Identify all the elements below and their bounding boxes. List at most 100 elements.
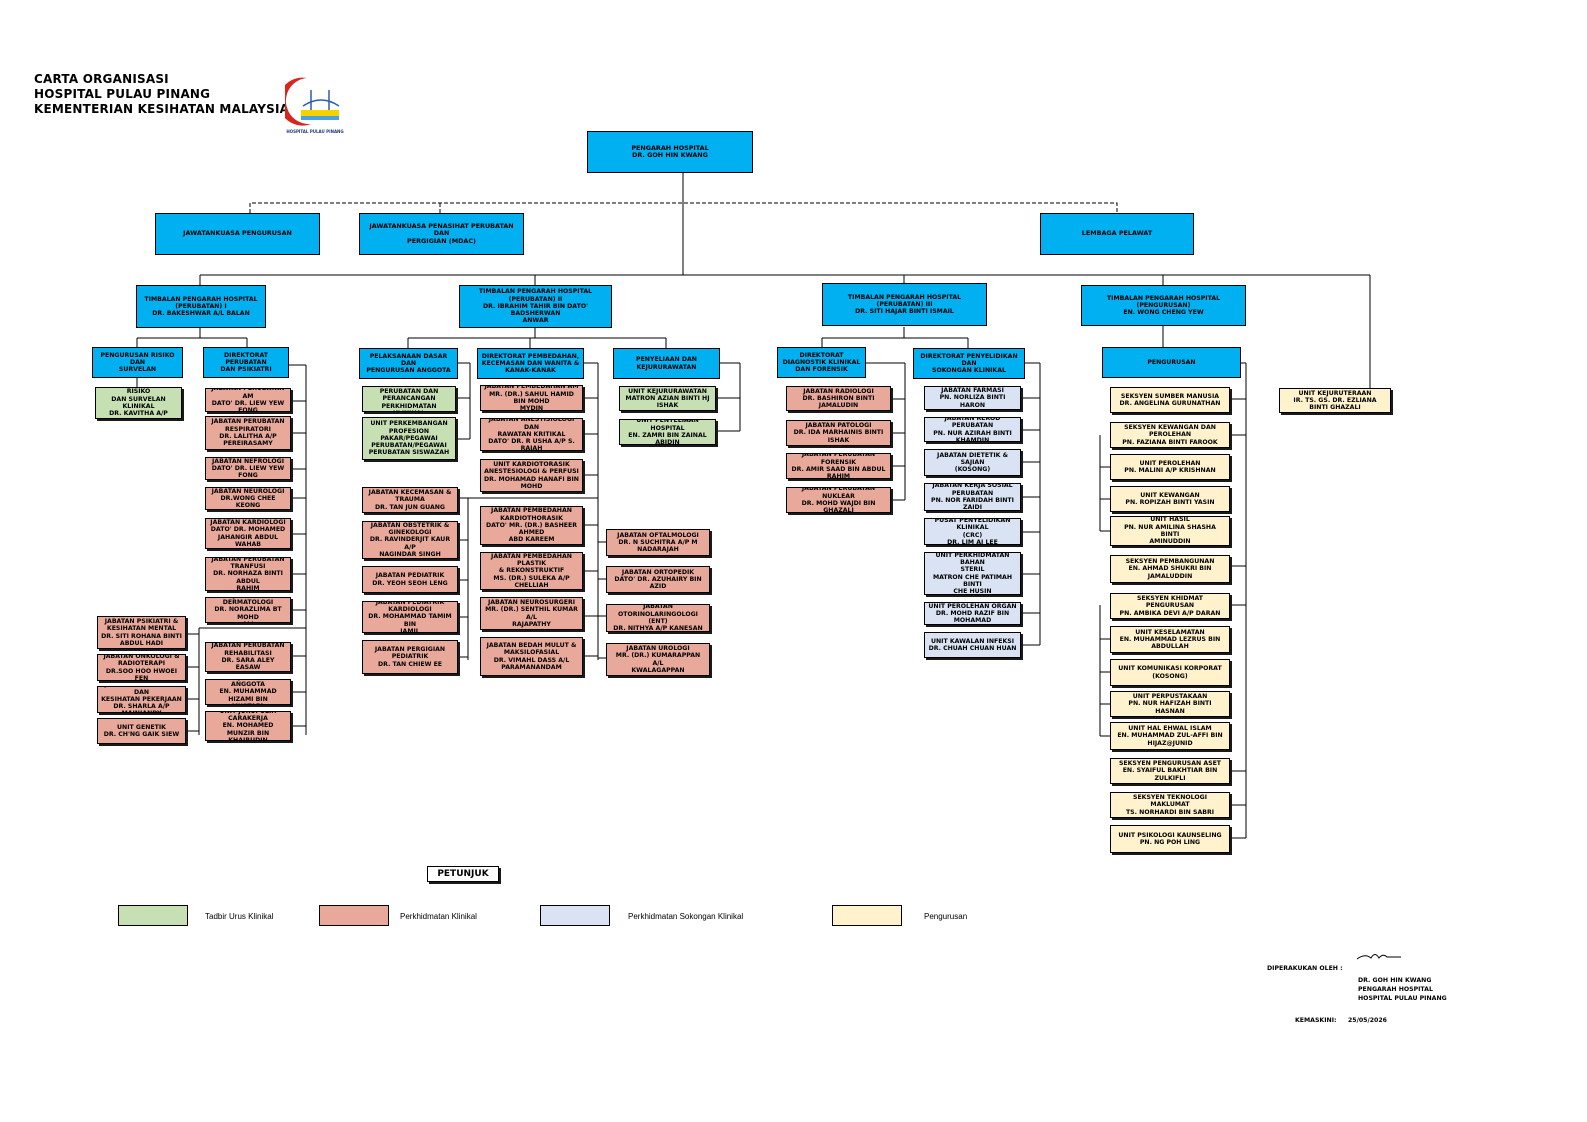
unit-box[interactable]: SEKSYEN PEMBANGUNAN EN. AHMAD SHUKRI BIN…	[1110, 555, 1230, 583]
unit-box[interactable]: JABATAN KECEMASAN & TRAUMA DR. TAN JUN G…	[362, 487, 458, 513]
unit-box[interactable]: PUSAT PENYELIDIKAN KLINIKAL (CRC) DR. LI…	[924, 518, 1021, 545]
unit-box[interactable]: JABATAN PEDIATRIK DR. YEOH SEOH LENG	[362, 566, 458, 593]
unit-box[interactable]: JABATAN NEUROSURGERI MR. (DR.) SENTHIL K…	[480, 597, 583, 630]
unit-box[interactable]: JABATAN OTORINOLARINGOLOGI (ENT) DR. NIT…	[606, 604, 710, 632]
unit-box[interactable]: JABATAN PERUBATAN TRANFUSI DR. NORHAZA B…	[205, 557, 291, 591]
unit-box[interactable]: JABATAN FARMASI PN. NORLIZA BINTI HARON	[924, 386, 1021, 410]
unit-box[interactable]: JABATAN PEDIATRIK KARDIOLOGI DR. MOHAMMA…	[362, 601, 458, 633]
unit-box[interactable]: SEKSYEN SUMBER MANUSIA DR. ANGELINA GURU…	[1110, 387, 1230, 413]
updated-date: 25/05/2026	[1348, 1017, 1387, 1024]
approved-by-label: DIPERAKUKAN OLEH :	[1267, 965, 1343, 972]
legend-swatch-green	[118, 905, 188, 926]
legend-title: PETUNJUK	[427, 866, 499, 882]
unit-box[interactable]: UNIT KARDIOTORASIK ANESTESIOLOGI & PERFU…	[480, 459, 583, 492]
division-nursing-box[interactable]: PENYELIAAN DAN KEJURURAWATAN	[613, 348, 720, 379]
unit-box[interactable]: UNIT HAL EHWAL ISLAM EN. MUHAMMAD ZUL-AF…	[1110, 722, 1230, 750]
unit-box[interactable]: UNIT KAWALAN INFEKSI DR. CHUAH CHUAN HUA…	[924, 632, 1021, 658]
unit-box[interactable]: UNIT PERPUSTAKAAN PN. NUR HAFIZAH BINTI …	[1110, 691, 1230, 717]
unit-box[interactable]: JABATAN UROLOGI MR. (DR.) KUMARAPPAN A/L…	[606, 643, 710, 676]
unit-box[interactable]: UNIT PERKHIDMATAN BAHAN STERIL MATRON CH…	[924, 552, 1021, 595]
division-diagnostic-box[interactable]: DIREKTORAT DIAGNOSTIK KLINIKAL DAN FOREN…	[777, 347, 866, 378]
unit-box[interactable]: UNIT KESELAMATAN EN. MUHAMMAD LEZRUS BIN…	[1110, 626, 1230, 653]
unit-box[interactable]: JABATAN PERUBATAN REHABILITASI DR. SARA …	[205, 642, 291, 672]
unit-box[interactable]: JABATAN ANESTISIOLOGI DAN RAWATAN KRITIK…	[480, 418, 583, 451]
approver-org: HOSPITAL PULAU PINANG	[1358, 995, 1447, 1002]
deputy-management-box[interactable]: TIMBALAN PENGARAH HOSPITAL (PENGURUSAN) …	[1081, 285, 1246, 326]
unit-box[interactable]: UNIT PERKEMBANGAN PROFESION PAKAR/PEGAWA…	[362, 417, 456, 460]
legend-swatch-yellow	[832, 905, 902, 926]
management-committee-box[interactable]: JAWATANKUASA PENGURUSAN	[155, 213, 320, 255]
unit-box[interactable]: JABATAN ORTOPEDIK DATO' DR. AZUHAIRY BIN…	[606, 566, 710, 593]
unit-box[interactable]: JABATAN PEMBEDAHAN PLASTIK & REKONSTRUKT…	[480, 552, 583, 590]
hospital-logo: HOSPITAL PULAU PINANG	[278, 72, 345, 134]
unit-box[interactable]: UNIT PEROLEHAN PN. MALINI A/P KRISHNAN	[1110, 454, 1230, 480]
unit-box[interactable]: JABATAN NEFROLOGI DATO' DR. LIEW YEW FON…	[205, 457, 291, 480]
unit-box[interactable]: JABATAN OBSTETRIK & GINEKOLOGI DR. RAVIN…	[362, 521, 458, 559]
division-medicine-box[interactable]: DIREKTORAT PERUBATAN DAN PSIKIATRI	[203, 347, 289, 378]
chart-header: CARTA ORGANISASI HOSPITAL PULAU PINANG K…	[34, 72, 289, 117]
unit-box[interactable]: UNIT KOMUNIKASI KORPORAT (KOSONG)	[1110, 659, 1230, 686]
legend-label: Perkhidmatan Klinikal	[400, 912, 477, 921]
unit-box[interactable]: SEKSYEN TEKNOLOGI MAKLUMAT TS. NORHARDI …	[1110, 792, 1230, 818]
unit-box[interactable]: JABATAN NEUROLOGI DR.WONG CHEE KEONG	[205, 487, 291, 510]
unit-box[interactable]: JABATAN PERGIGIAN PEDIATRIK DR. TAN CHIE…	[362, 640, 458, 674]
medical-advisory-committee-box[interactable]: JAWATANKUASA PENASIHAT PERUBATAN DAN PER…	[359, 213, 524, 255]
signature-mark	[1356, 954, 1401, 960]
legend-label: Perkhidmatan Sokongan Klinikal	[628, 912, 744, 921]
unit-box[interactable]: UNIT PENGURUSAN RISIKO DAN SURVELAN KLIN…	[95, 387, 182, 419]
unit-box[interactable]: JABATAN PEMBEDAHAN KARDIOTHORASIK DATO' …	[480, 506, 583, 545]
legend-label: Pengurusan	[924, 912, 968, 921]
unit-box[interactable]: UNIT JURUPULIH CARAKERJA EN. MOHAMED MUN…	[205, 711, 291, 741]
logo-caption: HOSPITAL PULAU PINANG	[286, 129, 344, 134]
unit-box[interactable]: UNIT KEJURURAWATAN MATRON AZIAN BINTI HJ…	[619, 386, 716, 411]
header-line-2: HOSPITAL PULAU PINANG	[34, 87, 211, 101]
unit-box-engineering[interactable]: UNIT KEJURUTERAAN IR. TS. GS. DR. EZLIAN…	[1279, 388, 1391, 413]
unit-box[interactable]: UNIT HASIL PN. NUR AMILINA SHASHA BINTI …	[1110, 516, 1230, 546]
unit-box[interactable]: JABATAN BEDAH MULUT & MAKSILOFASIAL DR. …	[480, 637, 583, 676]
unit-box[interactable]: UNIT KEWANGAN PN. ROPIZAH BINTI YASIN	[1110, 486, 1230, 512]
division-training-box[interactable]: PELAKSANAAN DASAR DAN PENGURUSAN ANGGOTA	[359, 348, 458, 379]
legend-label: Tadbir Urus Klinikal	[205, 912, 274, 921]
approver-name: DR. GOH HIN KWANG	[1358, 977, 1432, 984]
unit-box[interactable]: JABATAN PERUBATAN NUKLEAR DR. MOHD WAJDI…	[786, 487, 891, 513]
division-management-box[interactable]: PENGURUSAN	[1102, 347, 1241, 378]
unit-box[interactable]: JABATAN PSIKIATRI & KESIHATAN MENTAL DR.…	[97, 616, 186, 649]
unit-box[interactable]: JABATAN PERUBATAN AM DATO' DR. LIEW YEW …	[205, 388, 291, 412]
updated-label: KEMASKINI:	[1295, 1017, 1337, 1024]
unit-box[interactable]: UNIT DASAR PERUBATAN DAN PERANCANGAN PER…	[362, 386, 456, 412]
unit-box[interactable]: UNIT PSIKOLOGI KAUNSELING PN. NG POH LIN…	[1110, 825, 1230, 853]
unit-box[interactable]: JABATAN PERUBATAN RESPIRATORI DR. LALITH…	[205, 416, 291, 450]
unit-box[interactable]: JABATAN KARDIOLOGI DATO' DR. MOHAMED JAH…	[205, 518, 291, 549]
unit-box[interactable]: UNIT GENETIK DR. CH'NG GAIK SIEW	[97, 718, 186, 744]
approver-title: PENGARAH HOSPITAL	[1358, 986, 1433, 993]
unit-box[interactable]: JABATAN RADIOLOGI DR. BASHIRON BINTI JAM…	[786, 386, 891, 411]
unit-box[interactable]: SEKSYEN KEWANGAN DAN PEROLEHAN PN. FAZIA…	[1110, 422, 1230, 448]
deputy-medical-3-box[interactable]: TIMBALAN PENGARAH HOSPITAL (PERUBATAN) I…	[822, 283, 987, 326]
deputy-medical-2-box[interactable]: TIMBALAN PENGARAH HOSPITAL (PERUBATAN) I…	[459, 285, 612, 328]
unit-box[interactable]: JABATAN PEMBEDAHAN AM MR. (DR.) SAHUL HA…	[480, 385, 583, 411]
division-risk-box[interactable]: PENGURUSAN RISIKO DAN SURVELAN	[92, 347, 183, 378]
legend-swatch-salmon	[319, 905, 389, 926]
unit-box[interactable]: UNIT PENYELIAAN HOSPITAL EN. ZAMRI BIN Z…	[619, 419, 716, 445]
unit-box[interactable]: JABATAN ONKOLOGI & RADIOTERAPI DR.SOO HO…	[97, 654, 186, 681]
unit-box[interactable]: SEKSYEN PENGURUSAN ASET EN. SYAIFUL BAKH…	[1110, 758, 1230, 784]
director-box[interactable]: PENGARAH HOSPITAL DR. GOH HIN KWANG	[587, 131, 753, 173]
unit-box[interactable]: JABATAN DIETETIK & SAJIAN (KOSONG)	[924, 449, 1021, 476]
unit-box[interactable]: UNIT JURUPULIH ANGGOTA EN. MUHAMMAD HIZA…	[205, 679, 291, 705]
division-clinical-support-box[interactable]: DIREKTORAT PENYELIDIKAN DAN SOKONGAN KLI…	[913, 348, 1025, 379]
unit-box[interactable]: JABATAN PERUBATAN FORENSIK DR. AMIR SAAD…	[786, 453, 891, 479]
unit-box[interactable]: JABATAN KERJA SOSIAL PERUBATAN PN. NOR F…	[924, 483, 1021, 511]
deputy-medical-1-box[interactable]: TIMBALAN PENGARAH HOSPITAL (PERUBATAN) I…	[136, 285, 266, 328]
unit-box[interactable]: JABATAN PATOLOGI DR. IDA MARHAINIS BINTI…	[786, 420, 891, 446]
unit-box[interactable]: UNIT PEROLEHAN ORGAN DR. MOHD RAZIF BIN …	[924, 602, 1021, 625]
unit-box[interactable]: JABATAN PERUBATAN DAN KESIHATAN PEKERJAA…	[97, 686, 186, 713]
visitors-board-box[interactable]: LEMBAGA PELAWAT	[1040, 213, 1194, 255]
unit-box[interactable]: SEKSYEN KHIDMAT PENGURUSAN PN. AMBIKA DE…	[1110, 593, 1230, 619]
legend-swatch-lightblue	[540, 905, 610, 926]
unit-box[interactable]: JABATAN REKOD PERUBATAN PN. NUR AZIRAH B…	[924, 417, 1021, 442]
unit-box[interactable]: JABATAN DERMATOLOGI DR. NORAZLIMA BT MOH…	[205, 597, 291, 623]
unit-box[interactable]: JABATAN OFTALMOLOGI DR. N SUCHITRA A/P M…	[606, 529, 710, 556]
division-surgery-box[interactable]: DIREKTORAT PEMBEDAHAN, KECEMASAN DAN WAN…	[477, 348, 584, 379]
